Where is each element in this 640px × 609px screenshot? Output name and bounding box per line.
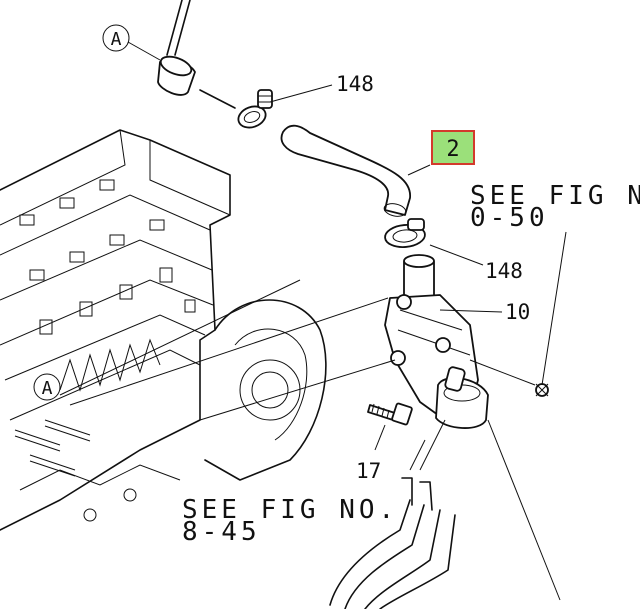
bottom-pipes <box>329 477 456 609</box>
callout-148-upper: 148 <box>336 72 374 96</box>
timing-cover <box>204 299 327 481</box>
see-fig-right-line2: 0-50 <box>470 203 549 233</box>
ref-a-top-label: A <box>111 29 122 50</box>
engine-block <box>0 129 231 531</box>
callout-2: 2 <box>446 137 459 162</box>
leader-lines <box>59 41 567 601</box>
upper-hose-stub <box>157 0 236 109</box>
clamp-148-lower <box>384 218 426 248</box>
screw-fitting <box>535 383 549 397</box>
ref-a-engine: A <box>33 373 61 401</box>
thermostat-housing <box>384 254 489 429</box>
see-fig-right-line1: SEE FIG N <box>470 181 640 211</box>
see-fig-bottom-line2: 8-45 <box>182 517 261 547</box>
see-fig-bottom-line1: SEE FIG NO. <box>182 495 398 525</box>
ref-a-engine-label: A <box>42 378 53 399</box>
callout-10: 10 <box>505 300 530 324</box>
coolant-hose <box>280 124 411 217</box>
bolt-17 <box>367 402 413 426</box>
clamp-148-upper <box>237 89 273 129</box>
callout-148-lower: 148 <box>485 259 523 283</box>
ref-a-top: A <box>102 24 130 52</box>
callout-2-highlight[interactable]: 2 <box>431 130 475 165</box>
callout-17: 17 <box>356 459 381 483</box>
